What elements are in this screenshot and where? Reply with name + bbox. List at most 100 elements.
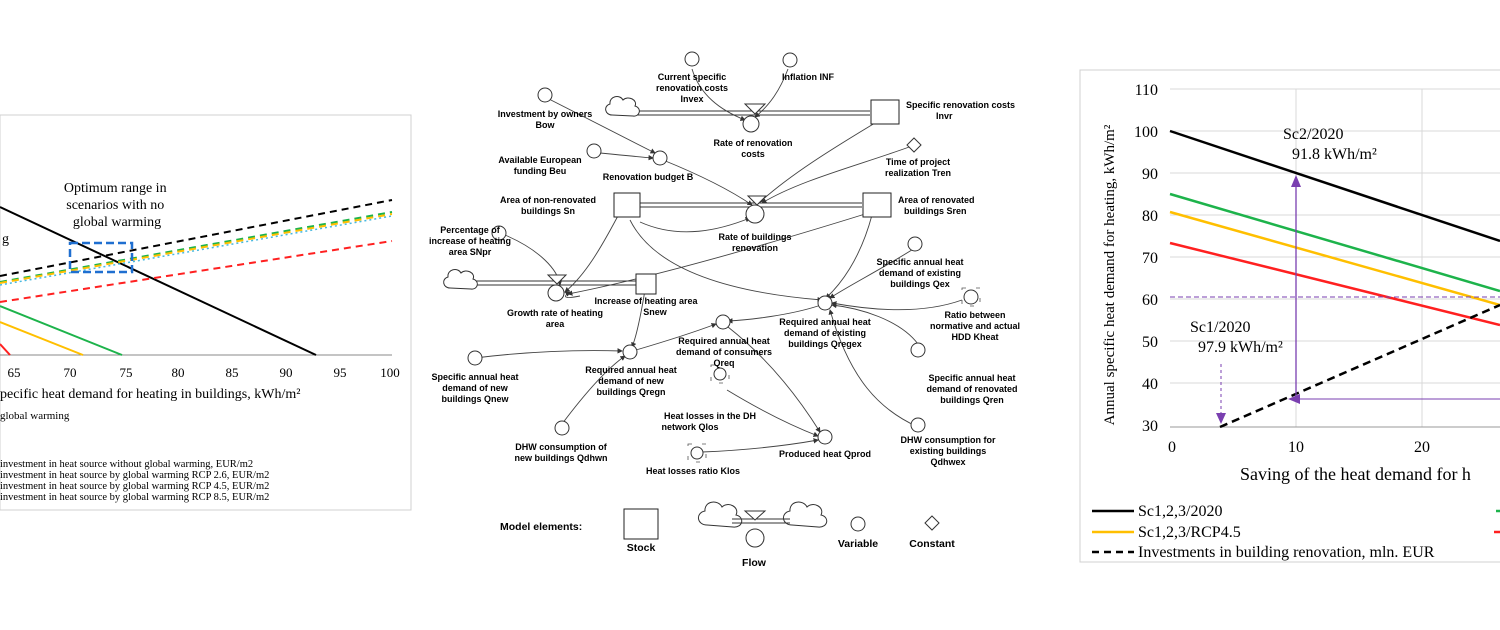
left-line-yellow	[0, 321, 84, 356]
diagram-stocks	[613, 99, 900, 295]
left-xtick: 100	[380, 365, 400, 380]
right-ytick: 30	[1142, 418, 1158, 435]
left-line-green	[0, 305, 123, 356]
right-legend-item: Investments in building renovation, mln.…	[1138, 544, 1435, 561]
constant-node	[906, 137, 922, 153]
right-xtick: 0	[1168, 439, 1176, 456]
connector	[564, 211, 621, 293]
connector	[639, 217, 751, 233]
legend-flow-label: Flow	[742, 557, 767, 569]
right-line-green	[1169, 192, 1500, 293]
legend-variable-symbol	[850, 516, 866, 532]
connector	[544, 96, 656, 154]
connector	[701, 438, 819, 453]
right-ytick: 40	[1142, 376, 1158, 393]
connector	[759, 119, 881, 203]
variable-node	[467, 350, 483, 366]
right-ytick: 100	[1134, 124, 1158, 141]
variable-node	[782, 52, 798, 68]
diagram-connectors	[474, 68, 963, 453]
right-line-black	[1169, 129, 1500, 243]
left-line-red	[0, 343, 11, 356]
legend-stock-label: Stock	[627, 542, 656, 554]
left-x-ticks: 65 70 75 80 85 90 95 100	[8, 365, 400, 380]
shadow-variable	[961, 287, 981, 307]
connector	[727, 326, 821, 433]
right-legend-item: Sc1,2,3/RCP4.5	[1138, 524, 1241, 541]
connector	[829, 247, 916, 299]
left-legend-item: investment in heat source by global warm…	[0, 470, 269, 481]
right-ytick: 60	[1142, 292, 1158, 309]
right-y-label: Annual specific heat demand for heating,…	[1102, 124, 1118, 425]
left-xtick: 85	[226, 365, 239, 380]
optimum-range-box	[68, 241, 134, 274]
legend-constant-label: Constant	[909, 538, 955, 550]
right-ytick: 110	[1135, 82, 1158, 99]
valve	[546, 274, 568, 285]
variable-node	[742, 115, 760, 133]
connector	[727, 305, 819, 324]
connector	[599, 152, 654, 161]
shadow-brackets	[687, 287, 981, 463]
variable-node	[690, 446, 704, 460]
left-legend-top: global warming	[0, 410, 70, 422]
left-x-label: pecific heat demand for heating in build…	[0, 387, 300, 402]
variable-node	[817, 429, 833, 445]
stock-specific-renovation-costs	[870, 99, 900, 125]
right-ytick: 70	[1142, 250, 1158, 267]
connector	[831, 299, 963, 311]
legend-title: Model elements:	[500, 521, 582, 533]
left-line-black	[0, 206, 317, 356]
connector	[825, 214, 873, 299]
legend-cloud-icon	[698, 501, 743, 528]
variable-node	[622, 344, 638, 360]
left-xtick: 80	[172, 365, 185, 380]
variable-node	[586, 143, 602, 159]
connector	[831, 302, 919, 345]
connector	[726, 389, 819, 437]
purple-arrow-up	[1291, 175, 1301, 187]
variable-node	[910, 342, 926, 358]
purple-arrow-down	[1216, 413, 1226, 424]
left-dashed-green	[0, 211, 393, 283]
diagram-legend: Model elements: Stock Flow Variable Cons…	[500, 501, 955, 569]
left-chart: Optimum range in scenarios with no globa…	[0, 114, 412, 511]
valve	[743, 103, 767, 115]
label-heat-losses-ratio: Heat losses ratio Klos	[646, 466, 740, 476]
variable-node	[547, 284, 565, 302]
stock-area-renovated	[862, 192, 892, 218]
left-legend-item: investment in heat source by global warm…	[0, 481, 269, 492]
connector	[567, 209, 879, 296]
cloud-icon	[605, 96, 640, 117]
right-ytick: 80	[1142, 208, 1158, 225]
right-ytick: 90	[1142, 166, 1158, 183]
connector	[474, 348, 623, 359]
variable-node	[554, 420, 570, 436]
right-line-red	[1169, 241, 1500, 327]
connector	[631, 289, 646, 348]
left-dashed-red	[0, 240, 393, 303]
cloud-icon	[443, 269, 478, 290]
right-chart-frame	[1079, 69, 1500, 563]
left-chart-frame	[0, 114, 412, 511]
